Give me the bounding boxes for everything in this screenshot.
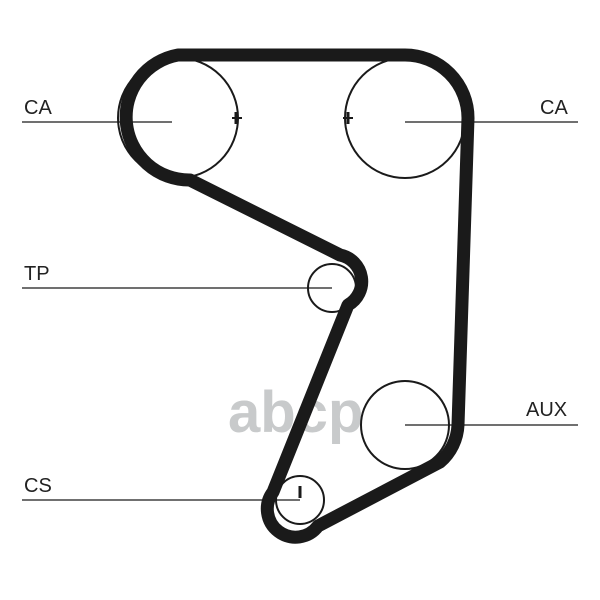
label-cs: CS <box>24 475 52 497</box>
label-ca-right: CA <box>540 97 568 119</box>
timing-belt <box>119 48 475 544</box>
label-tp: TP <box>24 263 50 285</box>
label-ca-left: CA <box>24 97 52 119</box>
label-aux: AUX <box>526 399 567 421</box>
